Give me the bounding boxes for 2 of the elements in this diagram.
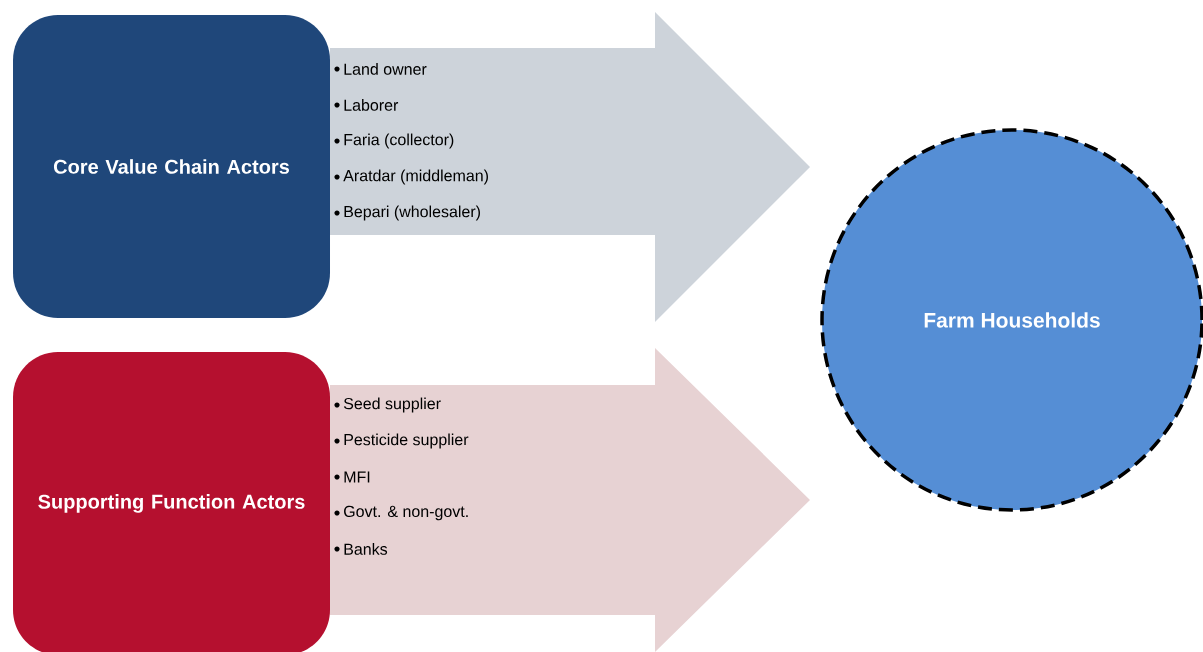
actor-box: Core Value Chain Actors: [13, 15, 330, 318]
actor-box: Supporting Function Actors: [13, 352, 330, 652]
